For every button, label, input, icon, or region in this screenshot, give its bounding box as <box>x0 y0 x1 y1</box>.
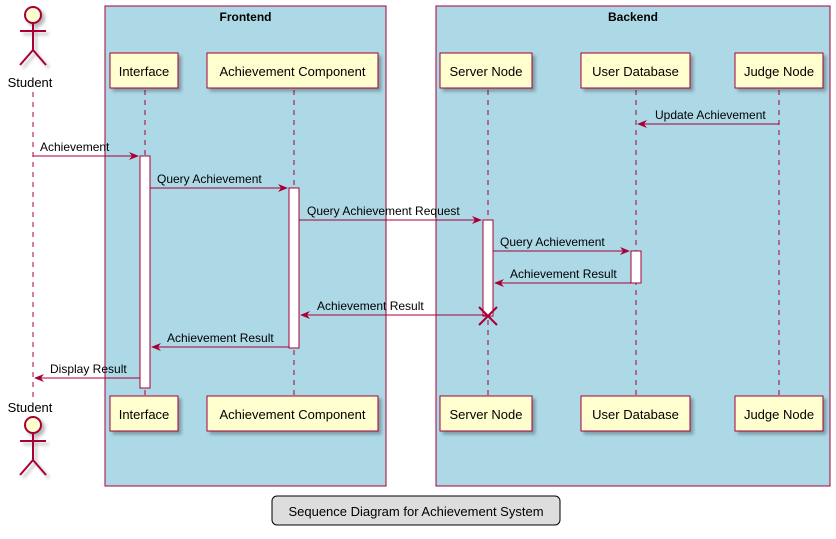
diagram-caption: Sequence Diagram for Achievement System <box>271 495 561 526</box>
participant-server-node-bottom: Server Node <box>439 395 533 432</box>
participant-interface-bottom: Interface <box>109 395 179 432</box>
participant-label: Judge Node <box>744 407 814 422</box>
participant-label: Interface <box>119 64 170 79</box>
message-label-achievement: Achievement <box>40 140 110 154</box>
backend-box-title: Backend <box>608 10 658 24</box>
participant-achievement-component-top: Achievement Component <box>206 52 379 89</box>
participant-label: Achievement Component <box>220 407 366 422</box>
frontend-box-title: Frontend <box>220 10 272 24</box>
participant-label: Server Node <box>450 64 523 79</box>
participant-heads-bottom: Interface Achievement Component Server N… <box>109 395 824 432</box>
participant-label: Achievement Component <box>220 64 366 79</box>
participant-judge-node-top: Judge Node <box>734 52 824 89</box>
student-actor-top: Student <box>8 6 53 90</box>
message-label-query-achievement: Query Achievement <box>157 172 262 186</box>
participant-interface-top: Interface <box>109 52 179 89</box>
actor-label: Student <box>8 400 53 415</box>
message-label-achievement-result-db: Achievement Result <box>510 267 617 281</box>
message-label-achievement-result-server: Achievement Result <box>317 299 424 313</box>
participant-label: Judge Node <box>744 64 814 79</box>
message-labels: Update Achievement Achievement Query Ach… <box>40 108 766 376</box>
actor-stick-figure-icon <box>19 6 47 66</box>
participant-server-node-top: Server Node <box>439 52 533 89</box>
participant-label: User Database <box>592 407 679 422</box>
participant-label: Server Node <box>450 407 523 422</box>
participant-achievement-component-bottom: Achievement Component <box>206 395 379 432</box>
message-label-query-achievement-db: Query Achievement <box>500 235 605 249</box>
server-node-destroy-mark <box>478 306 498 326</box>
interface-activation <box>139 155 151 389</box>
participant-label: User Database <box>592 64 679 79</box>
user-database-activation <box>630 250 642 284</box>
message-label-display-result: Display Result <box>50 362 127 376</box>
message-label-update-achievement: Update Achievement <box>655 108 766 122</box>
participant-heads-top: Interface Achievement Component Server N… <box>109 52 824 89</box>
message-label-achievement-result-component: Achievement Result <box>167 331 274 345</box>
server-node-activation <box>482 219 494 317</box>
participant-judge-node-bottom: Judge Node <box>734 395 824 432</box>
actor-stick-figure-icon <box>19 416 47 476</box>
actor-label: Student <box>8 75 53 90</box>
messages <box>33 120 779 382</box>
caption-text: Sequence Diagram for Achievement System <box>288 504 543 519</box>
participant-user-database-bottom: User Database <box>580 395 691 432</box>
participant-user-database-top: User Database <box>580 52 691 89</box>
message-label-query-achievement-request: Query Achievement Request <box>307 204 460 218</box>
student-actor-bottom: Student <box>8 400 53 476</box>
achievement-component-activation <box>288 187 300 349</box>
participant-label: Interface <box>119 407 170 422</box>
